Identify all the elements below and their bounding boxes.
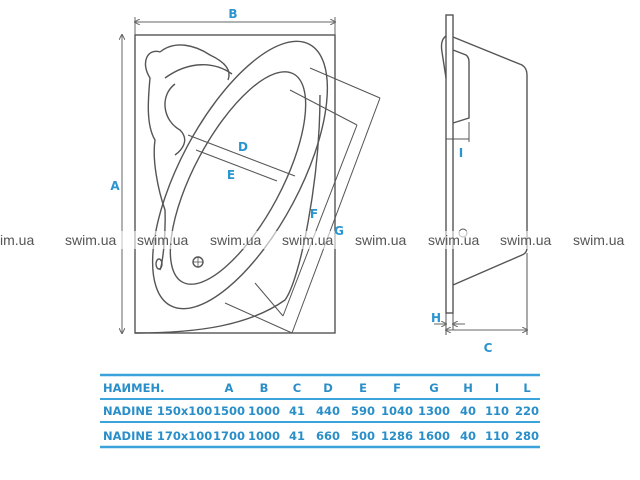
- label-i: I: [459, 146, 463, 160]
- shell-contour: [134, 94, 321, 334]
- table-header: A: [225, 381, 234, 395]
- outer-frame: [134, 34, 336, 334]
- tub-basin: [169, 71, 307, 285]
- watermark: swim.ua: [65, 232, 117, 248]
- watermark: swim.ua: [355, 232, 407, 248]
- watermark-row: im.ua swim.ua swim.ua swim.ua swim.ua sw…: [0, 231, 640, 249]
- table-header: НАИМЕН.: [103, 381, 164, 395]
- watermark: swim.ua: [573, 232, 625, 248]
- label-g: G: [334, 224, 344, 238]
- table-cell: 1300: [418, 404, 450, 418]
- table-cell: 1600: [418, 429, 450, 443]
- table-cell: 40: [460, 429, 476, 443]
- table-cell: 220: [515, 404, 539, 418]
- label-e: E: [227, 168, 235, 182]
- table-cell: 110: [485, 429, 509, 443]
- table-header: L: [523, 381, 531, 395]
- table-cell: NADINE 170x100: [103, 429, 212, 443]
- dim-line-e: [195, 149, 278, 182]
- watermark: swim.ua: [282, 232, 334, 248]
- table-cell: 500: [351, 429, 375, 443]
- table-cell: 590: [351, 404, 375, 418]
- table-cell: 40: [460, 404, 476, 418]
- label-f: F: [310, 207, 318, 221]
- table-cell: 1000: [248, 404, 280, 418]
- table-cell: NADINE 150x100: [103, 404, 212, 418]
- watermark: swim.ua: [500, 232, 552, 248]
- table-header: I: [495, 381, 499, 395]
- table-header: G: [429, 381, 438, 395]
- table-cell: 41: [289, 429, 305, 443]
- label-d: D: [238, 140, 248, 154]
- table-header: H: [463, 381, 473, 395]
- label-c: C: [484, 341, 493, 355]
- table-cell: 1286: [381, 429, 413, 443]
- label-h: H: [431, 311, 441, 325]
- overflow-icon: [155, 258, 163, 270]
- table-cell: 280: [515, 429, 539, 443]
- table-cell: 41: [289, 404, 305, 418]
- dim-line-g: [291, 97, 381, 334]
- table-cell: 1040: [381, 404, 413, 418]
- table-cell: 1500: [213, 404, 245, 418]
- dim-line-d: [187, 134, 296, 177]
- label-b: B: [228, 7, 237, 21]
- table-header: B: [260, 381, 269, 395]
- watermark: swim.ua: [210, 232, 262, 248]
- watermark: im.ua: [0, 232, 34, 248]
- table-cell: 1000: [248, 429, 280, 443]
- table-cell: 110: [485, 404, 509, 418]
- table-cell: 660: [316, 429, 340, 443]
- table-header: D: [323, 381, 333, 395]
- tub-rim: [151, 40, 329, 310]
- table-header: F: [393, 381, 401, 395]
- watermark: swim.ua: [428, 232, 480, 248]
- side-view: [434, 14, 528, 335]
- top-view: [118, 17, 381, 334]
- dim-line-f: [282, 124, 358, 317]
- watermark: swim.ua: [137, 232, 189, 248]
- table-header: C: [293, 381, 301, 395]
- table-cell: 1700: [213, 429, 245, 443]
- side-rim-plate: [445, 14, 454, 314]
- table-header: E: [359, 381, 367, 395]
- table-cell: 440: [316, 404, 340, 418]
- label-a: A: [110, 179, 120, 193]
- side-body: [452, 36, 528, 286]
